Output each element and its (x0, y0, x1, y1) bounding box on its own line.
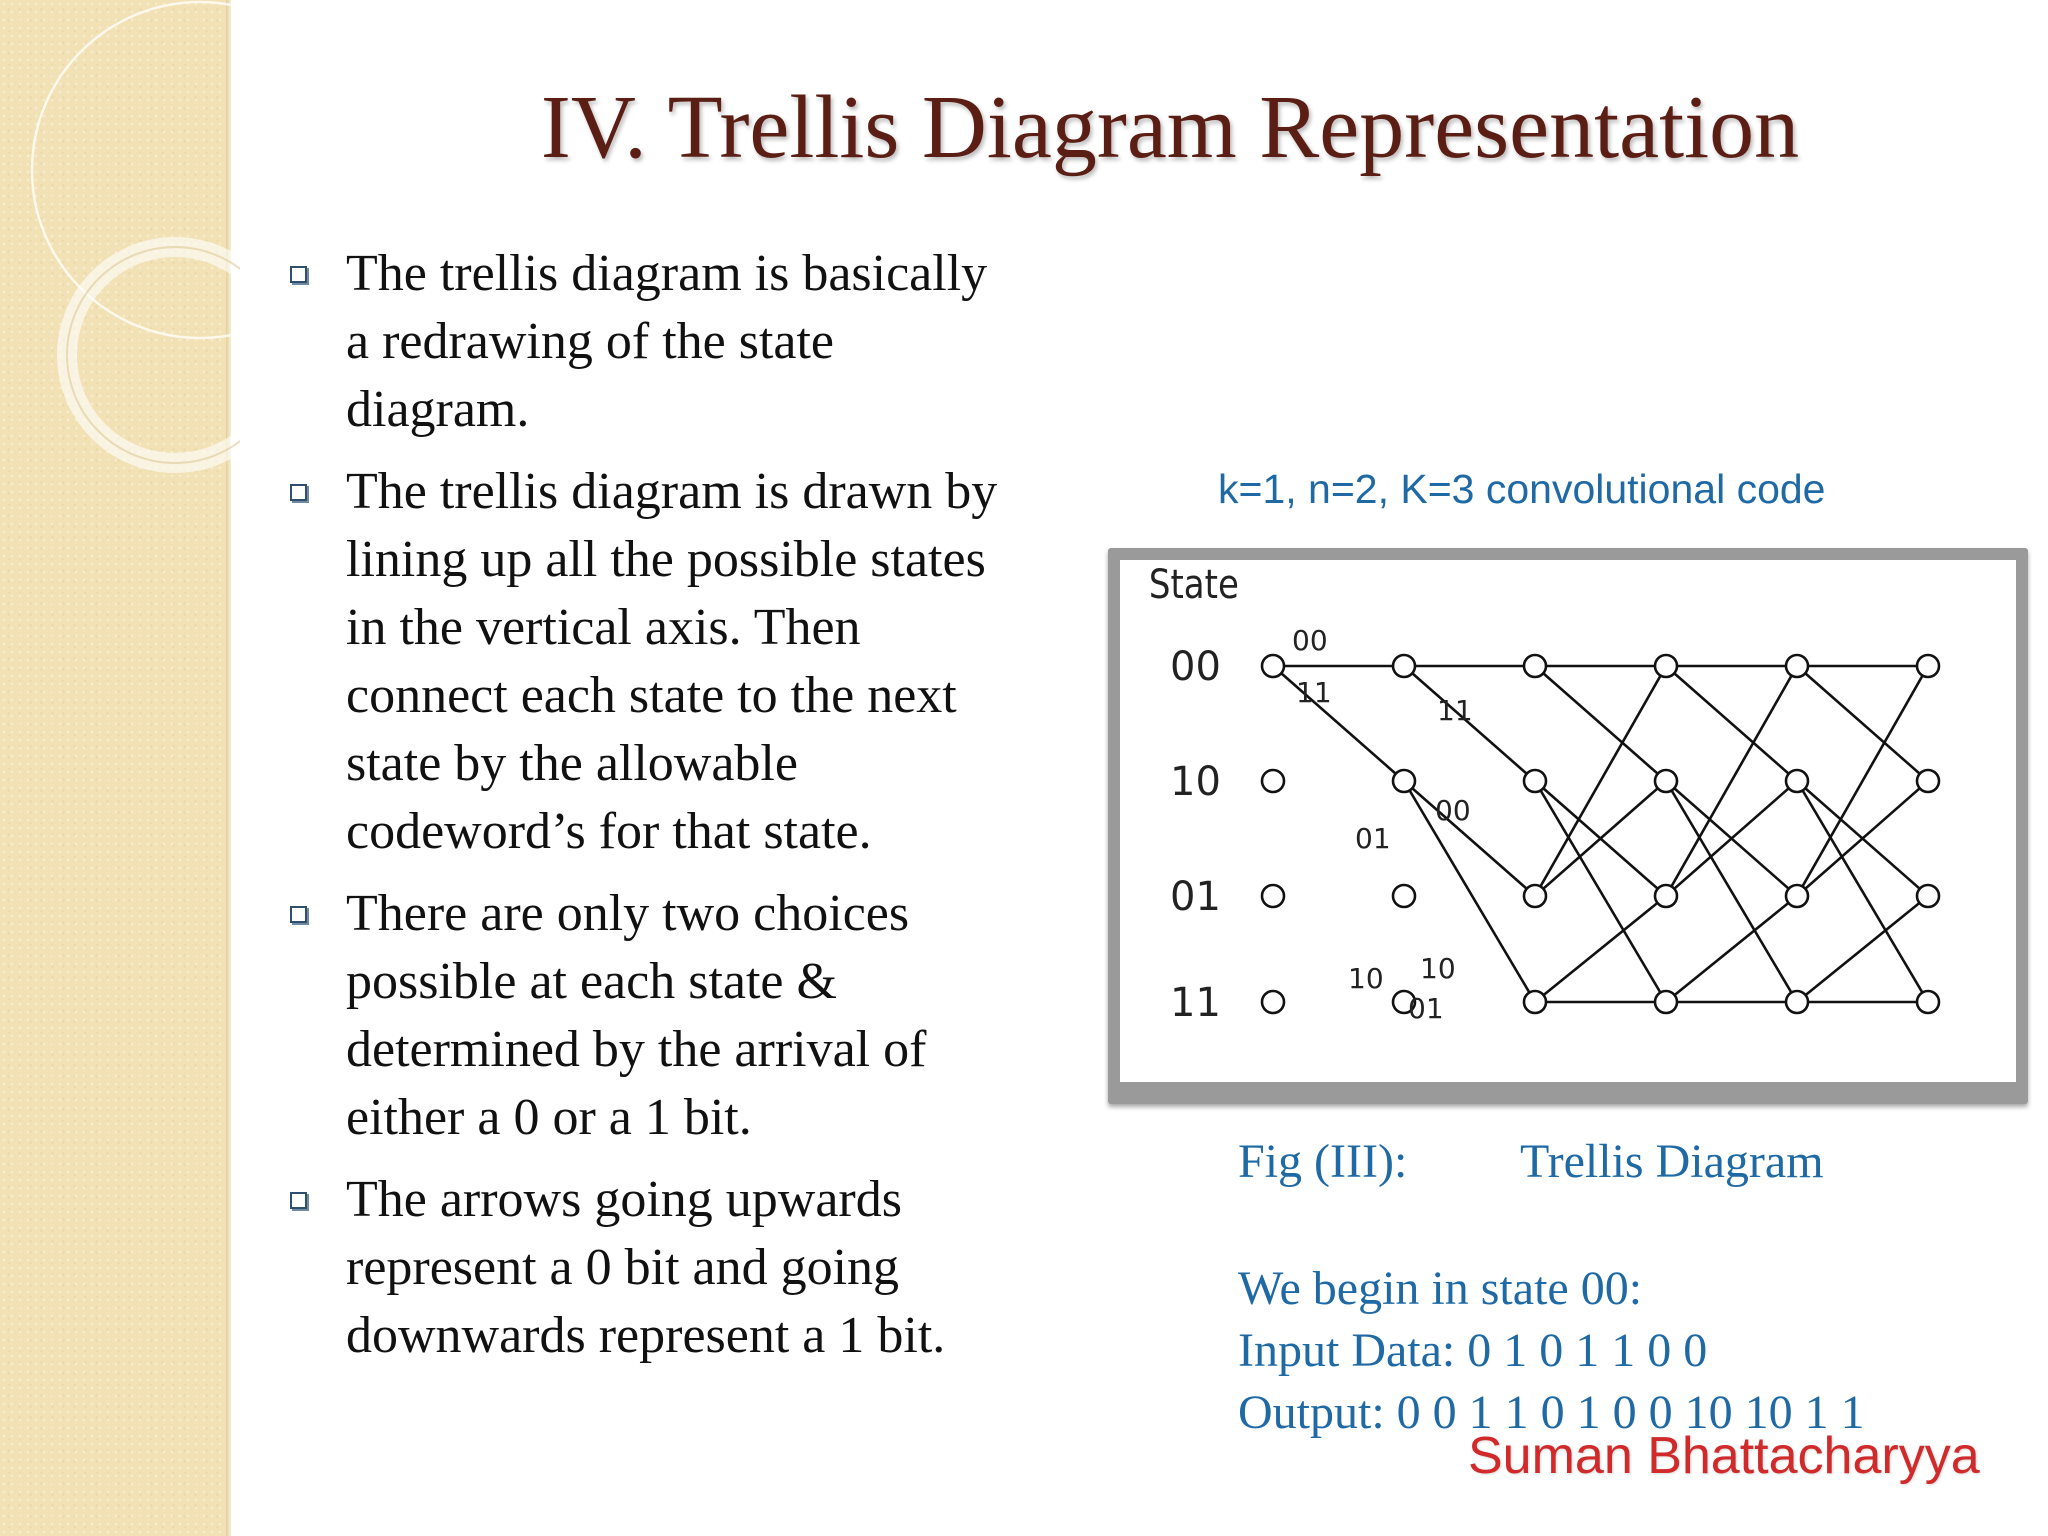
trellis-node (1522, 989, 1548, 1015)
trellis-branch (1272, 665, 1405, 782)
trellis-branch (1796, 780, 1929, 897)
trellis-node (1391, 768, 1417, 794)
trellis-node (1915, 989, 1941, 1015)
trellis-node (1522, 653, 1548, 679)
bullet-list: The trellis diagram is basically a redra… (280, 240, 1100, 1384)
begin-state-line: We begin in state 00: (1238, 1262, 1643, 1315)
square-bullet-icon (290, 484, 307, 501)
trellis-branch (1796, 665, 1929, 782)
trellis-diagram-frame: State 00 10 01 11 00 11 11 00 01 10 10 01 (1108, 548, 2028, 1104)
figure-caption-label: Fig (III): (1238, 1135, 1408, 1188)
trellis-node (1260, 883, 1286, 909)
trellis-branch (1664, 665, 1799, 897)
square-bullet-icon (290, 906, 307, 923)
trellis-node (1653, 768, 1679, 794)
trellis-node (1260, 989, 1286, 1015)
input-data-line: Input Data: 0 1 0 1 1 0 0 (1238, 1324, 1708, 1377)
trellis-node (1784, 653, 1810, 679)
trellis-branch (1795, 665, 1930, 897)
branch-output-label: 11 (1296, 676, 1332, 709)
bullet-item: The trellis diagram is basically a redra… (280, 240, 1100, 444)
bullet-text: The arrows going upwards represent a 0 b… (346, 1171, 946, 1364)
trellis-branch (1664, 780, 1799, 1003)
trellis-branch (1402, 780, 1537, 1003)
bullet-item: There are only two choices possible at e… (280, 880, 1100, 1152)
trellis-branch (1533, 780, 1668, 1003)
trellis-node (1391, 989, 1417, 1015)
branch-output-label: 10 (1420, 952, 1456, 985)
branch-output-label: 00 (1435, 794, 1471, 827)
bullet-text: The trellis diagram is drawn by lining u… (346, 463, 998, 860)
trellis-branch (1403, 665, 1536, 782)
trellis-node (1784, 768, 1810, 794)
square-bullet-icon (290, 1192, 307, 1209)
branch-output-label: 00 (1292, 624, 1328, 657)
state-label: 01 (1170, 874, 1221, 920)
trellis-branch (1534, 665, 1667, 782)
trellis-node (1522, 768, 1548, 794)
branch-output-label: 01 (1408, 992, 1444, 1025)
trellis-node (1391, 653, 1417, 679)
square-bullet-icon (290, 266, 307, 283)
branch-output-label: 10 (1348, 962, 1384, 995)
trellis-branch (1534, 780, 1667, 897)
trellis-node (1915, 653, 1941, 679)
code-caption: k=1, n=2, K=3 convolutional code (1218, 466, 1826, 512)
trellis-node (1915, 883, 1941, 909)
state-label: 10 (1170, 759, 1221, 805)
trellis-branch (1533, 665, 1668, 897)
decorative-rings (30, 0, 240, 473)
bullet-item: The arrows going upwards represent a 0 b… (280, 1166, 1100, 1370)
bullet-text: There are only two choices possible at e… (346, 885, 927, 1146)
trellis-branch (1665, 665, 1798, 782)
trellis-node (1522, 883, 1548, 909)
trellis-node (1653, 653, 1679, 679)
trellis-branch (1665, 894, 1798, 1004)
trellis-node (1653, 883, 1679, 909)
trellis-node (1784, 989, 1810, 1015)
state-label: 11 (1170, 980, 1221, 1026)
trellis-node (1260, 768, 1286, 794)
author-watermark: Suman Bhattacharyya (1468, 1427, 1980, 1485)
trellis-branch (1403, 780, 1536, 897)
sidebar-edge (226, 0, 231, 1536)
figure-caption-title: Trellis Diagram (1520, 1135, 1824, 1188)
trellis-node (1260, 653, 1286, 679)
trellis-branch (1795, 780, 1930, 1003)
branch-output-label: 01 (1355, 822, 1391, 855)
bullet-text: The trellis diagram is basically a redra… (346, 245, 988, 438)
output-line: Output: 0 0 1 1 0 1 0 0 10 10 1 1 (1238, 1386, 1865, 1439)
state-label: 00 (1170, 644, 1221, 690)
branch-output-label: 11 (1437, 694, 1473, 727)
bullet-item: The trellis diagram is drawn by lining u… (280, 458, 1100, 866)
trellis-diagram: State 00 10 01 11 00 11 11 00 01 10 10 01 (1120, 560, 2016, 1082)
example-notes: We begin in state 00: Input Data: 0 1 0 … (1238, 1258, 1865, 1444)
trellis-branch (1796, 894, 1929, 1004)
trellis-branch (1665, 780, 1798, 897)
trellis-branch (1534, 894, 1667, 1004)
slide-title: IV. Trellis Diagram Representation (540, 78, 1800, 177)
state-axis-label: State (1149, 561, 1239, 607)
trellis-node (1784, 883, 1810, 909)
trellis-node (1391, 883, 1417, 909)
trellis-node (1653, 989, 1679, 1015)
trellis-node (1915, 768, 1941, 794)
